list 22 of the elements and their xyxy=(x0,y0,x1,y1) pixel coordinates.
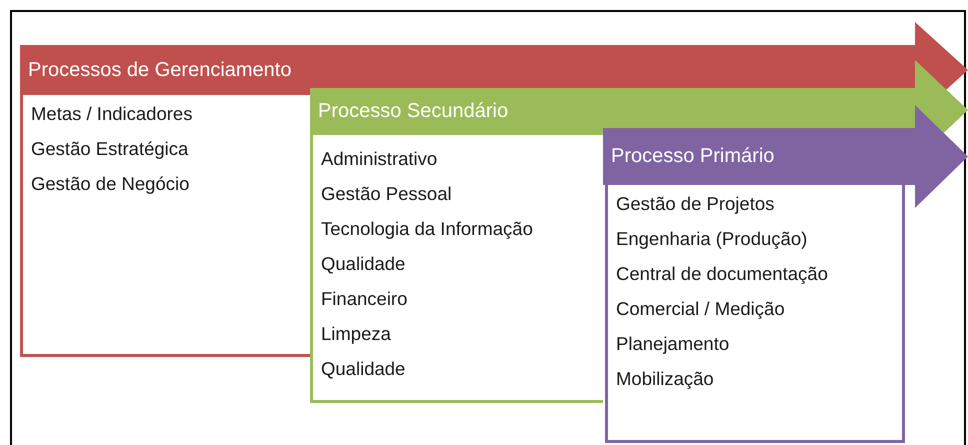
list-box xyxy=(605,185,905,443)
list-item: Qualidade xyxy=(321,253,406,274)
list-box xyxy=(310,135,603,403)
list-item: Comercial / Medição xyxy=(616,298,785,319)
list-item: Limpeza xyxy=(321,323,391,344)
band-heading: Processo Secundário xyxy=(318,99,508,124)
list-item: Tecnologia da Informação xyxy=(321,218,533,239)
list-item: Gestão Pessoal xyxy=(321,183,452,204)
list-item: Central de documentação xyxy=(616,263,828,284)
list-item: Planejamento xyxy=(616,333,730,354)
list-item: Qualidade xyxy=(321,358,406,379)
list-item: Metas / Indicadores xyxy=(31,103,192,124)
list-item: Gestão de Projetos xyxy=(616,193,774,214)
band-heading: Processo Primário xyxy=(611,144,774,169)
list-item: Administrativo xyxy=(321,148,438,169)
band-heading: Processos de Gerenciamento xyxy=(28,58,292,82)
list-item: Mobilização xyxy=(616,368,714,389)
list-item: Gestão Estratégica xyxy=(31,138,188,159)
list-item: Gestão de Negócio xyxy=(31,173,190,194)
list-box xyxy=(20,95,310,357)
list-item: Financeiro xyxy=(321,288,408,309)
list-item: Engenharia (Produção) xyxy=(616,228,808,249)
